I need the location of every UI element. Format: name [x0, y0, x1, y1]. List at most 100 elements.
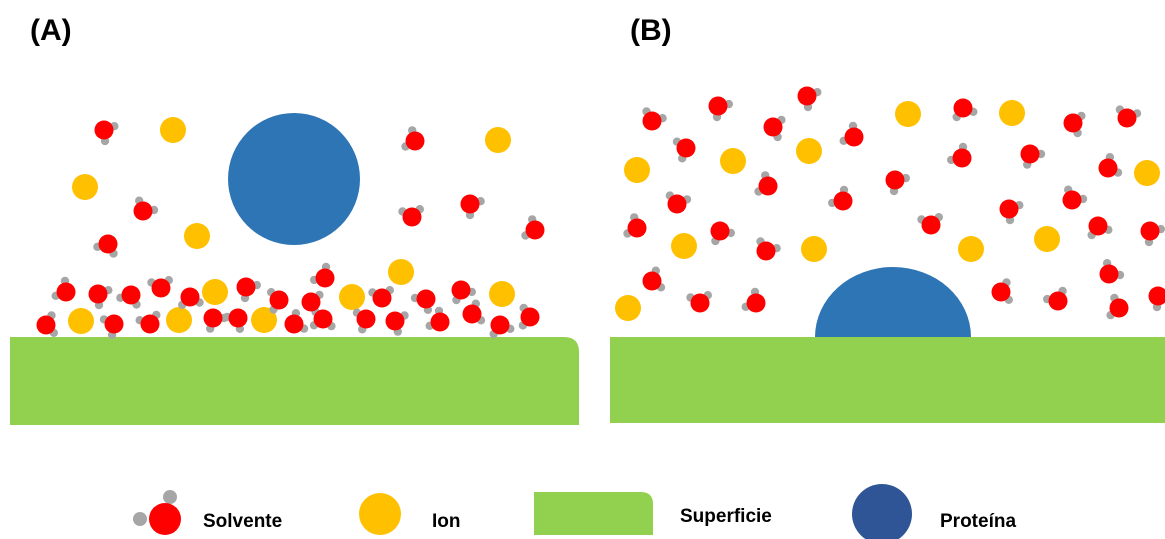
- solvent-molecule: [94, 120, 119, 146]
- solvent-molecule: [1098, 153, 1123, 178]
- ion-particle: [1034, 226, 1060, 252]
- panel-b-solvent: [623, 86, 1165, 320]
- ion-particle: [251, 307, 277, 333]
- solvent-molecule: [36, 311, 58, 337]
- solvent-molecule: [1140, 221, 1165, 247]
- solvent-molecule: [708, 96, 733, 122]
- solvent-molecule: [51, 276, 76, 302]
- solvent-molecule: [135, 310, 161, 334]
- ion-particle: [68, 308, 94, 334]
- ion-particle: [999, 100, 1025, 126]
- solvent-molecule: [462, 299, 486, 325]
- panel-b-label: (B): [630, 14, 672, 47]
- solvent-molecule: [1043, 286, 1068, 311]
- solvent-molecule: [763, 115, 786, 142]
- solvent-molecule: [267, 288, 289, 314]
- ion-particle: [160, 117, 186, 143]
- solvent-molecule: [1063, 111, 1086, 138]
- solvent-molecule: [147, 276, 173, 298]
- panel-b-protein: [815, 267, 971, 337]
- solvent-molecule: [756, 237, 781, 261]
- solvent-molecule: [623, 213, 647, 238]
- ion-particle: [801, 236, 827, 262]
- ion-particle: [958, 236, 984, 262]
- legend: Solvente Ion Superficie Proteína: [133, 484, 1016, 539]
- solvent-molecule: [1062, 185, 1088, 210]
- solvent-molecule: [284, 309, 309, 334]
- ion-particle: [184, 223, 210, 249]
- panel-a: [10, 113, 579, 425]
- solvent-molecule: [460, 194, 485, 220]
- solvent-molecule: [385, 311, 409, 336]
- panel-a-ions: [68, 117, 515, 334]
- legend-protein-label: Proteína: [940, 511, 1016, 532]
- panel-b: [610, 86, 1165, 423]
- panel-b-ions: [615, 100, 1160, 321]
- ion-particle: [339, 284, 365, 310]
- solvent-molecule: [828, 185, 853, 211]
- solvent-molecule: [710, 221, 735, 246]
- solvent-molecule: [178, 287, 204, 309]
- solvent-molecule: [665, 191, 692, 214]
- ion-particle: [895, 101, 921, 127]
- solvent-molecule: [642, 107, 667, 131]
- protein-circle-icon: [852, 484, 912, 539]
- panel-a-solvent: [36, 120, 545, 339]
- solvent-molecule: [222, 308, 248, 333]
- solvent-molecule: [1020, 144, 1046, 169]
- solvent-molecule: [410, 289, 436, 314]
- ion-particle: [720, 148, 746, 174]
- solvent-molecule: [116, 285, 141, 309]
- ion-particle: [624, 157, 650, 183]
- water-molecule-icon: [133, 490, 181, 535]
- solvent-molecule: [741, 287, 766, 313]
- ion-circle-icon: [359, 493, 401, 535]
- legend-solvent-label: Solvente: [203, 511, 282, 532]
- solvent-molecule: [999, 199, 1024, 225]
- solvent-molecule: [352, 308, 376, 334]
- solvent-molecule: [521, 215, 545, 240]
- solvent-molecule: [451, 280, 476, 305]
- panel-b-surface: [610, 337, 1165, 423]
- solvent-molecule: [1115, 105, 1142, 128]
- solvent-molecule: [1087, 216, 1113, 240]
- solvent-molecule: [236, 277, 261, 303]
- solvent-molecule: [1099, 259, 1125, 284]
- solvent-molecule: [133, 196, 159, 221]
- solvent-molecule: [917, 213, 943, 235]
- solvent-molecule: [952, 98, 978, 122]
- solvent-molecule: [310, 262, 335, 288]
- legend-ion-label: Ion: [432, 511, 461, 532]
- solvent-molecule: [203, 308, 229, 333]
- solvent-molecule: [947, 142, 972, 168]
- solvent-molecule: [1106, 293, 1129, 320]
- solvent-molecule: [309, 309, 336, 331]
- solvent-molecule: [642, 266, 666, 292]
- solvent-molecule: [93, 234, 118, 258]
- solvent-molecule: [797, 86, 822, 112]
- panel-a-protein: [228, 113, 360, 245]
- surface-block-icon: [534, 492, 653, 535]
- solvent-molecule: [518, 303, 540, 330]
- ion-particle: [166, 307, 192, 333]
- ion-particle: [1134, 160, 1160, 186]
- ion-particle: [72, 174, 98, 200]
- ion-particle: [202, 279, 228, 305]
- solvent-molecule: [686, 291, 712, 313]
- solvent-molecule: [425, 306, 450, 332]
- ion-particle: [615, 295, 641, 321]
- ion-particle: [671, 233, 697, 259]
- ion-particle: [489, 281, 515, 307]
- legend-surface-label: Superficie: [680, 506, 772, 527]
- solvent-molecule: [489, 315, 515, 339]
- solvent-molecule: [885, 170, 910, 196]
- solvent-molecule: [368, 286, 394, 308]
- solvent-molecule: [398, 205, 424, 227]
- solvent-molecule: [839, 121, 864, 147]
- solvent-molecule: [1148, 286, 1165, 312]
- solvent-molecule: [754, 171, 778, 196]
- ion-particle: [485, 127, 511, 153]
- solvent-molecule: [99, 314, 124, 339]
- ion-particle: [388, 259, 414, 285]
